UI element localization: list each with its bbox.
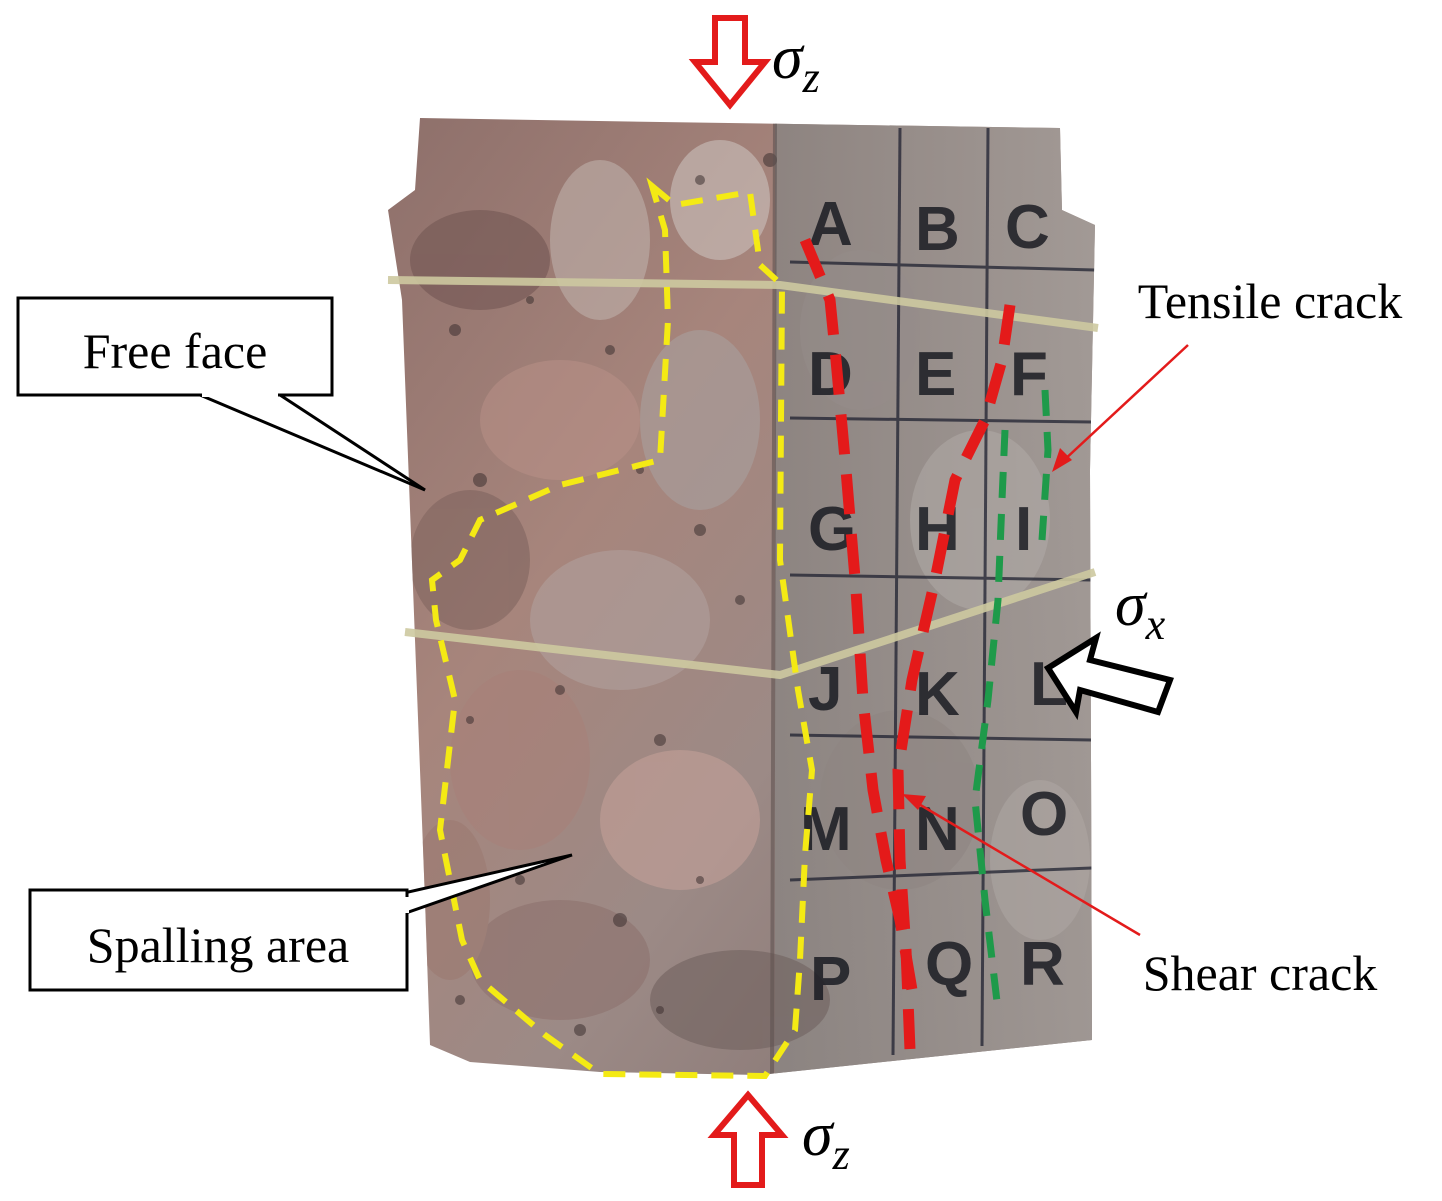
- tensile-cracks: [971, 389, 1052, 1011]
- grid-letter: I: [1015, 495, 1032, 564]
- bottom-stress-label: σz: [802, 1101, 850, 1179]
- grid-letter: Q: [925, 930, 973, 999]
- top-stress-label: σz: [772, 24, 820, 102]
- grid-letter: R: [1020, 930, 1065, 999]
- spalling-area-label: Spalling area: [87, 917, 349, 973]
- grid-letter: B: [915, 195, 960, 264]
- free-face-callout: Free face: [16, 296, 426, 492]
- lateral-stress-arrow: σx: [1043, 571, 1174, 721]
- hollow-arrow-icon: [707, 1090, 789, 1188]
- tensile-crack-label: Tensile crack: [1138, 273, 1402, 329]
- bottom-compression-arrow: σz: [707, 1090, 850, 1188]
- spalling-area-label-box: [28, 888, 409, 992]
- grid-letter: F: [1010, 340, 1048, 409]
- shear-crack-label: Shear crack: [1143, 945, 1378, 1001]
- grid-letter: O: [1020, 780, 1068, 849]
- free-face-label: Free face: [83, 323, 268, 379]
- shear-crack-leader: [902, 794, 1141, 937]
- tensile-crack-leader: [1052, 344, 1189, 472]
- rubber-bands: [387, 276, 1099, 680]
- grid-letter: P: [810, 945, 851, 1014]
- grid-letter: A: [808, 190, 853, 259]
- grid-letter: K: [915, 660, 960, 729]
- top-compression-arrow: σz: [688, 15, 820, 110]
- grid-letter: C: [1005, 193, 1050, 262]
- spalling-area-callout: Spalling area: [28, 853, 573, 992]
- hollow-arrow-icon: [688, 15, 772, 110]
- spalling-area-outline: [428, 177, 816, 1080]
- hollow-arrow-icon: [1043, 631, 1174, 721]
- lateral-stress-label: σx: [1115, 571, 1166, 649]
- grid-letters: A B C D E F G H I J K L M N O P Q R: [800, 190, 1068, 1014]
- free-face-label-box: [16, 296, 334, 397]
- shear-cracks: [799, 237, 1016, 1051]
- grid-letter: E: [915, 340, 956, 409]
- grid-letter: D: [808, 340, 853, 409]
